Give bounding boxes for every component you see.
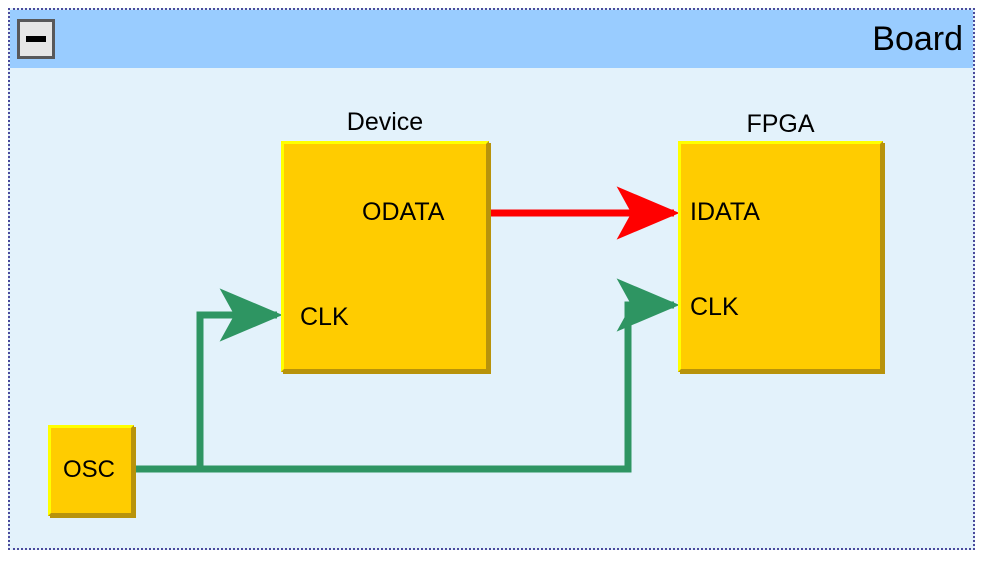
collapse-minus-button[interactable]: [17, 19, 55, 59]
board-title: Board: [872, 20, 963, 58]
port-label-fpga-idata: IDATA: [690, 198, 760, 226]
port-label-device-odata: ODATA: [362, 198, 445, 226]
block-caption-device: Device: [346, 108, 424, 136]
minus-icon: [26, 36, 46, 42]
board-header: Board: [10, 10, 973, 68]
block-fpga[interactable]: [678, 141, 883, 372]
port-label-device-clk: CLK: [300, 303, 349, 331]
port-label-fpga-clk: CLK: [690, 293, 739, 321]
block-device[interactable]: [281, 141, 489, 372]
block-osc[interactable]: [48, 425, 134, 516]
block-caption-fpga: FPGA: [746, 110, 815, 138]
port-label-osc: OSC: [63, 456, 116, 483]
